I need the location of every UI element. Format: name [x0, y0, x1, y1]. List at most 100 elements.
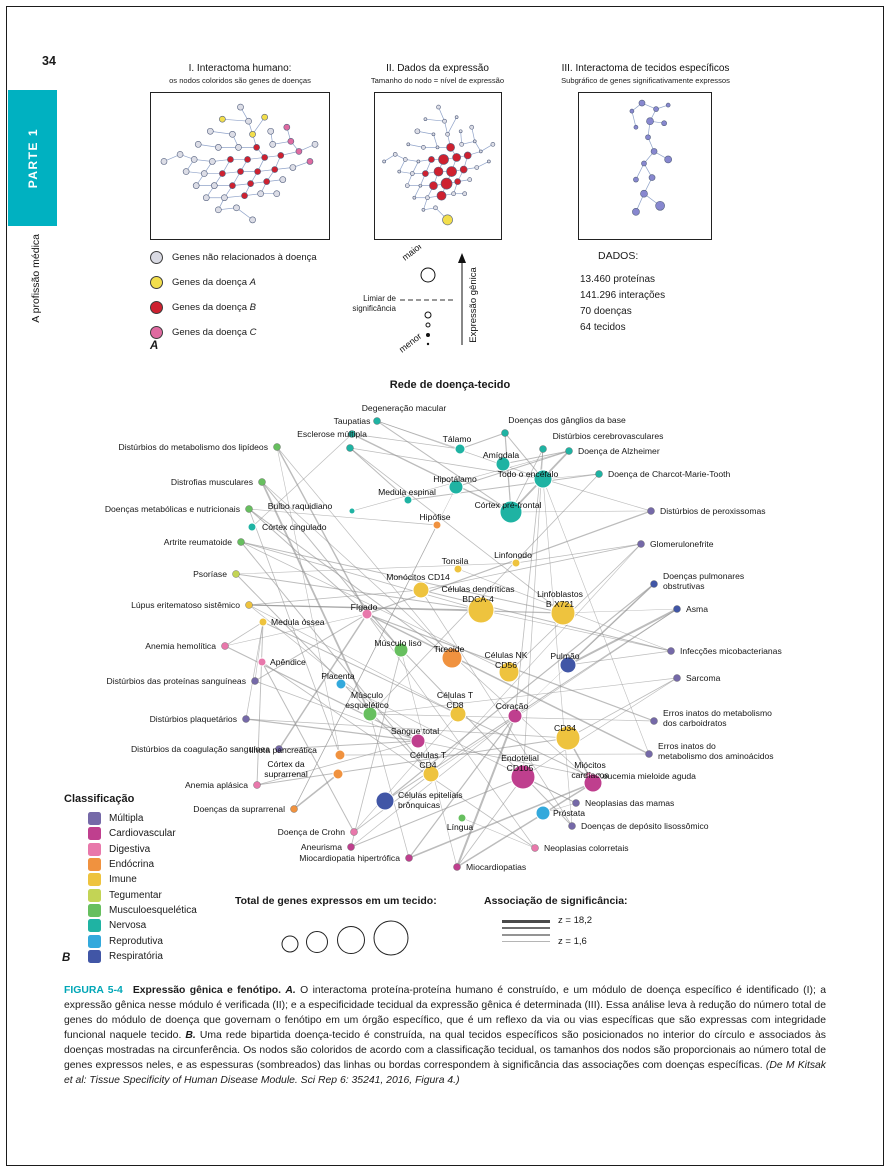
disease-label: Doenças metabólicas e nutricionais: [105, 504, 240, 514]
gene-node: [487, 159, 491, 164]
association-edge: [254, 680, 419, 742]
swatch-tegumentar: [88, 888, 101, 902]
page-number: 34: [42, 54, 56, 68]
tissue-label: Músculo: [351, 690, 383, 700]
network-title: Rede de doença-tecido: [389, 379, 511, 391]
tissue-label: brônquicas: [398, 800, 440, 810]
disease-label: Distúrbios da coagulação sanguínea: [131, 744, 270, 754]
swatch-endocrina: [88, 858, 101, 872]
association-edge: [515, 543, 642, 564]
disease-node: [531, 844, 539, 852]
tissue-label: Células NK: [485, 650, 528, 660]
mini-network-edge: [480, 144, 494, 152]
page-border: [6, 6, 884, 1166]
association-edge: [248, 508, 341, 756]
mini-network-edge: [631, 111, 637, 128]
stat-proteins: 13.460 proteínas: [580, 274, 656, 285]
association-edge: [240, 541, 564, 614]
class-reprodutiva: Reprodutiva: [88, 933, 197, 948]
tissue-label: CD105: [507, 763, 534, 773]
association-edge: [248, 589, 422, 606]
class-multipla: Múltipla: [88, 811, 197, 826]
gene-node: [467, 177, 473, 182]
disease-node: [373, 417, 381, 425]
disease-node: [237, 538, 245, 546]
classification-legend: Múltipla Cardiovascular Digestiva Endócr…: [88, 811, 197, 964]
disease-label: Distrofias musculares: [171, 477, 253, 487]
association-edge: [276, 446, 341, 756]
tissue-node: [498, 661, 520, 683]
gene-node: [406, 142, 411, 147]
gene-node: [633, 176, 639, 183]
gene-node: [263, 178, 271, 185]
significance-lines: [502, 918, 622, 958]
gene-node: [645, 134, 651, 141]
tissue-label: Sangue total: [391, 726, 439, 736]
disease-label: Anemia hemolítica: [145, 641, 216, 651]
disease-label: Asma: [686, 604, 708, 614]
legend-disease-c: Genes da doença C: [150, 325, 257, 339]
dados-title: DADOS:: [598, 250, 639, 262]
gene-node: [261, 154, 268, 161]
association-edge: [235, 562, 517, 575]
disease-node: [595, 470, 603, 478]
gene-node: [431, 132, 436, 137]
disease-node: [348, 430, 356, 438]
association-edge: [456, 776, 524, 868]
association-edge: [366, 510, 652, 615]
swatch-multipla: [88, 812, 101, 826]
tissue-node: [555, 725, 581, 751]
caption-title: Expressão gênica e fenótipo.: [132, 985, 286, 996]
association-edge: [350, 776, 524, 848]
scale-dot-tiny: [426, 342, 430, 346]
association-edge: [349, 447, 409, 501]
disease-label: metabolismo dos aminoácidos: [658, 751, 774, 761]
gene-dot-gray: [150, 250, 163, 264]
association-edge: [430, 608, 678, 775]
gene-node: [445, 131, 450, 137]
gene-node: [428, 156, 435, 163]
association-edge: [261, 481, 402, 651]
gene-node: [382, 159, 386, 164]
association-edge: [420, 589, 672, 652]
gene-node: [215, 144, 222, 151]
gene-node: [241, 192, 248, 200]
gene-node: [640, 189, 648, 198]
gene-node: [283, 123, 291, 131]
disease-label: Doença de Charcot-Marie-Tooth: [608, 469, 731, 479]
gene-node: [261, 113, 268, 121]
tissue-label: Coração: [496, 701, 529, 711]
disease-node: [637, 540, 645, 548]
dados-stats: 13.460 proteínas 141.296 interações 70 d…: [580, 272, 665, 336]
disease-node: [405, 854, 413, 862]
gene-node: [269, 141, 277, 148]
gene-node: [478, 149, 483, 154]
gene-node: [416, 159, 421, 164]
tissue-node: [412, 581, 430, 599]
association-edge: [542, 478, 573, 827]
panel3-title: III. Interactoma de tecidos específicos …: [561, 63, 730, 85]
disease-label: Distúrbios de peroxissomas: [660, 506, 766, 516]
swatch-respiratoria: [88, 949, 101, 963]
gene-node: [192, 182, 200, 189]
size-circle-1: [281, 935, 299, 953]
association-edge: [510, 510, 652, 513]
association-edge: [407, 473, 600, 501]
tissue-node: [457, 813, 467, 823]
association-edge: [276, 446, 368, 615]
stat-tissues: 64 tecidos: [580, 322, 626, 333]
gene-node: [311, 141, 319, 148]
mini-network-edge: [414, 185, 421, 198]
disease-label: Doença de Crohn: [278, 827, 346, 837]
gene-node: [249, 216, 256, 224]
disease-label: Leucemia mieloide aguda: [598, 771, 696, 781]
gene-node: [646, 117, 654, 126]
gene-node: [200, 170, 208, 177]
section-title: A profissão médica: [30, 234, 42, 323]
disease-label: Doenças dos gânglios da base: [508, 415, 626, 425]
association-edge: [224, 613, 368, 647]
legend-genes-unrelated: Genes não relacionados à doença: [150, 250, 317, 264]
association-edge: [349, 447, 564, 614]
gene-node: [648, 174, 656, 181]
